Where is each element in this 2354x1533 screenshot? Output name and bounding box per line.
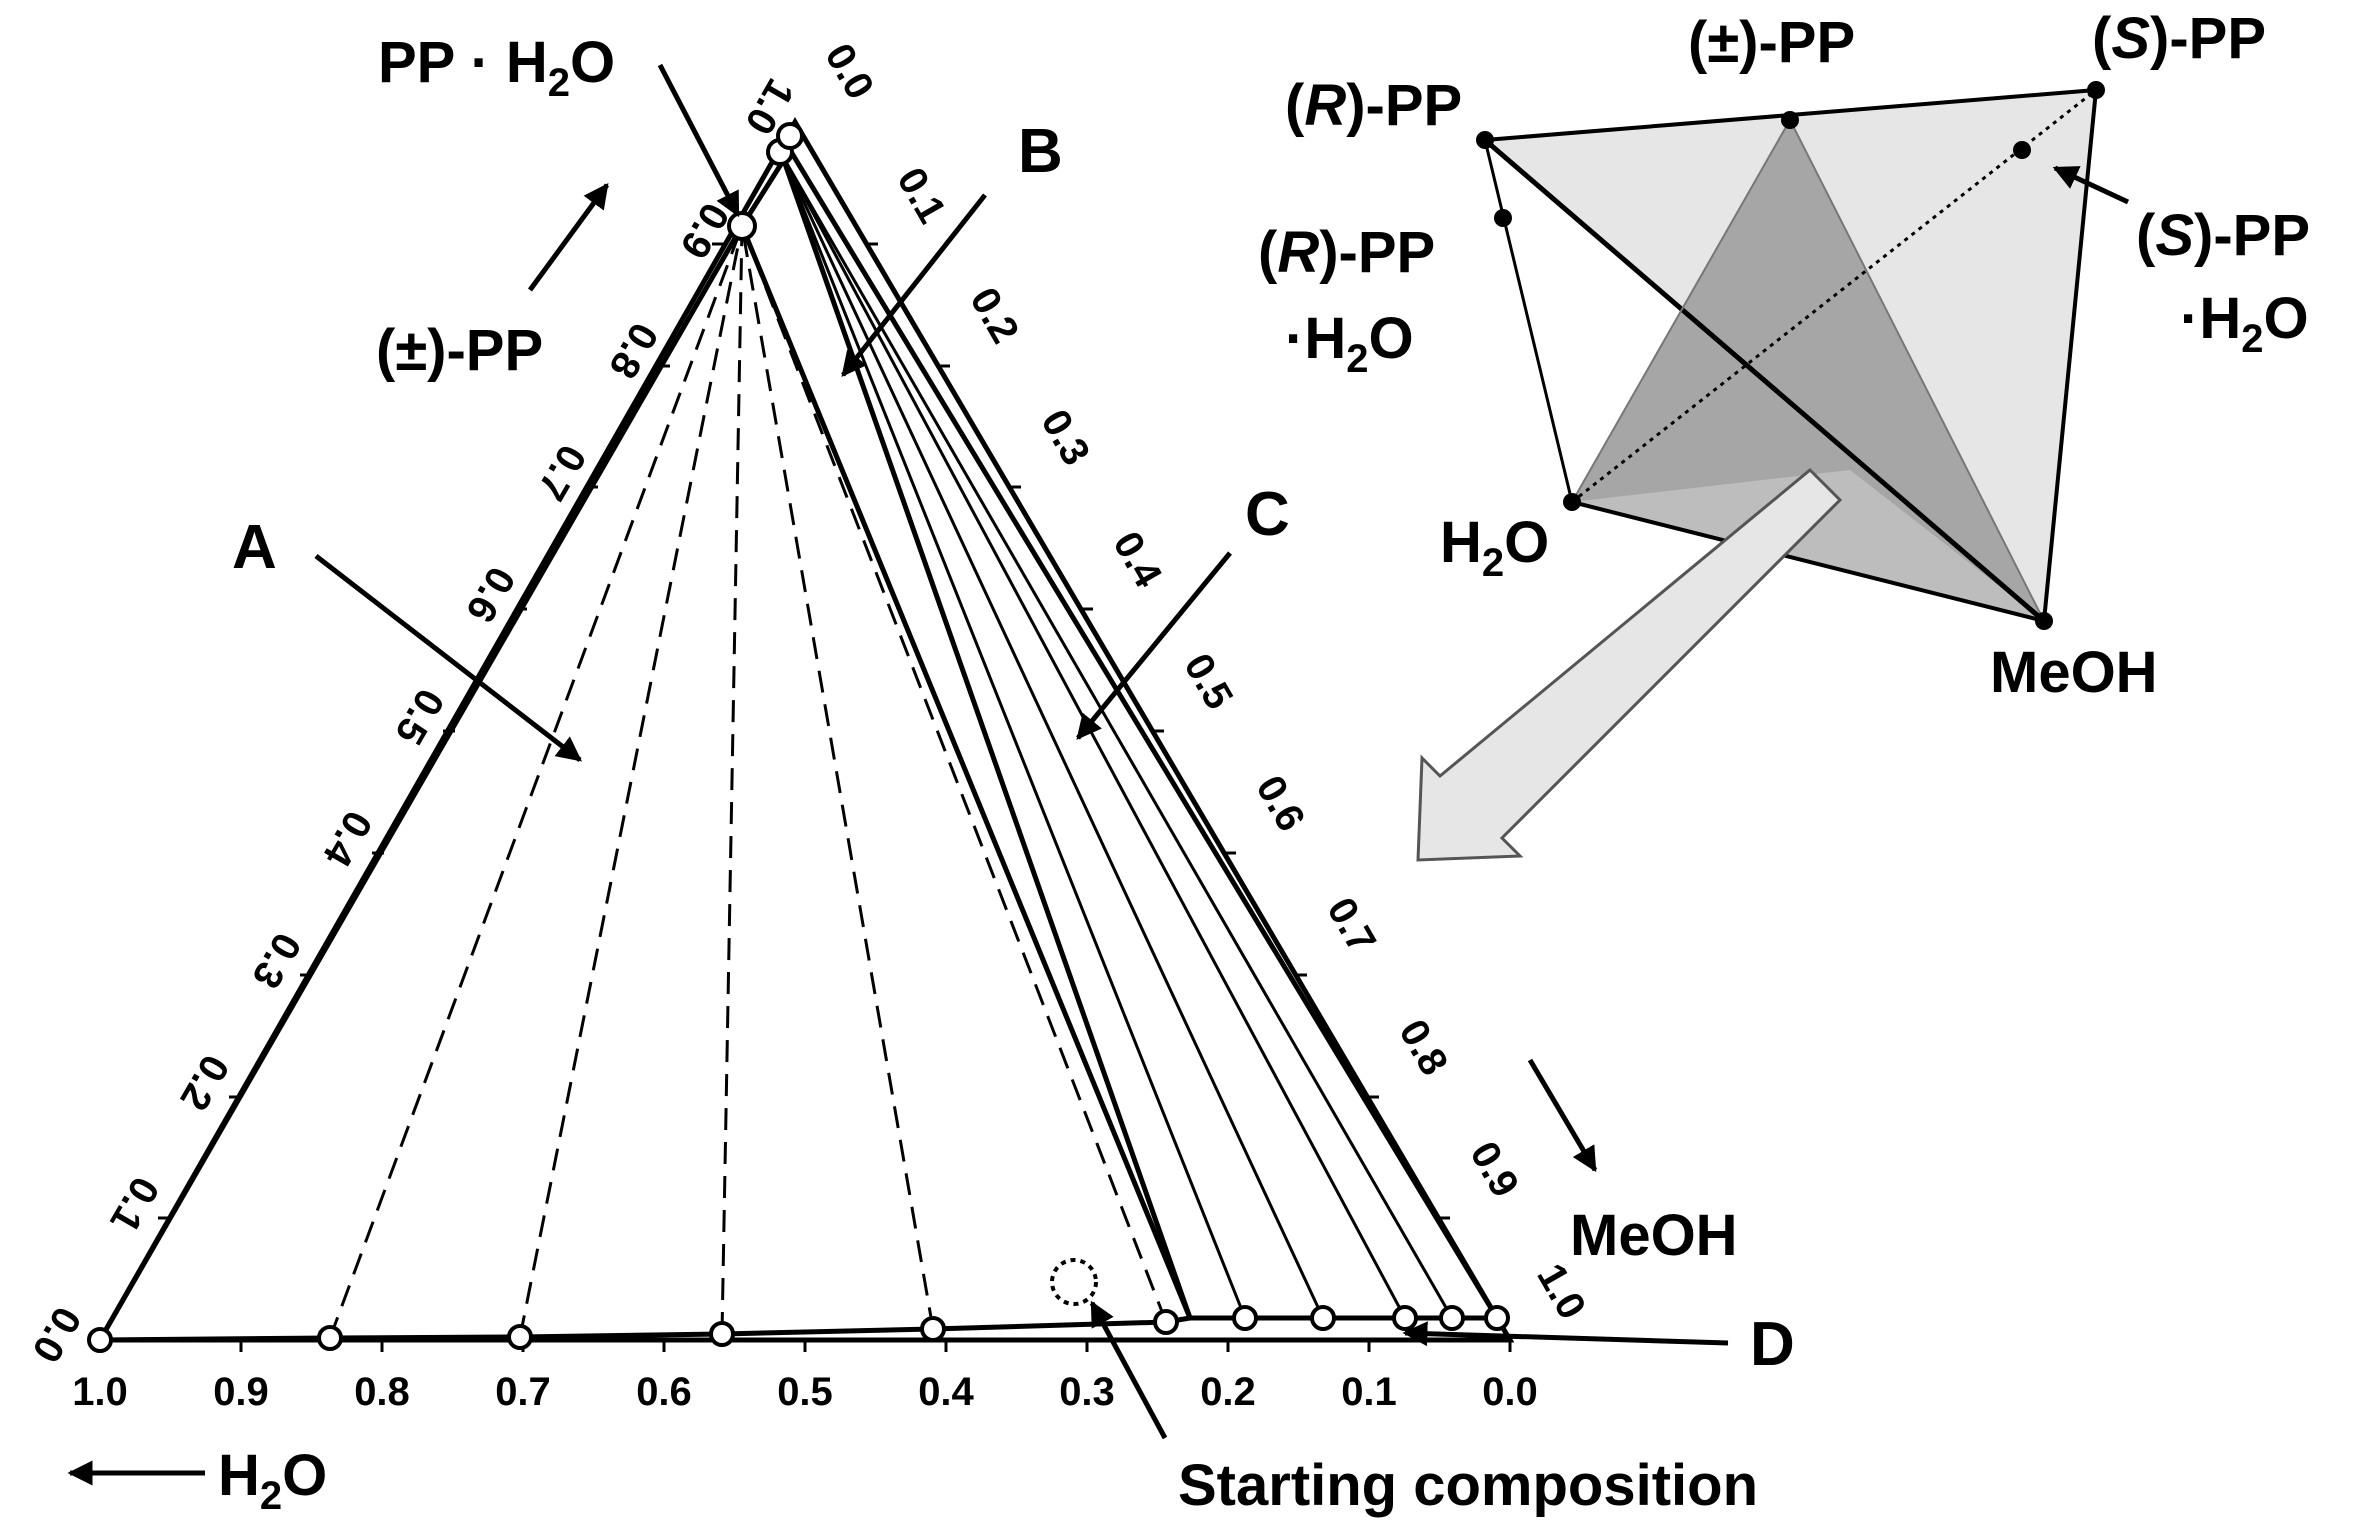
tie-line bbox=[740, 225, 935, 1330]
right-tick-label: 0.1 bbox=[888, 160, 954, 230]
region-b-label: B bbox=[1018, 117, 1063, 186]
right-tick-label: 0.0 bbox=[816, 36, 882, 106]
data-point bbox=[1310, 1305, 1336, 1331]
tetra-vertices bbox=[1476, 81, 2105, 630]
arrow bbox=[314, 554, 582, 762]
data-point bbox=[709, 1321, 735, 1347]
bottom-tick-label: 0.4 bbox=[918, 1370, 974, 1414]
meoh-axis-label: MeOH bbox=[1570, 1203, 1738, 1268]
hydrate-point bbox=[727, 211, 757, 241]
arrow bbox=[1527, 1058, 1598, 1173]
bottom-tick-label: 0.9 bbox=[213, 1370, 269, 1414]
arrow bbox=[657, 63, 741, 218]
data-point bbox=[507, 1324, 533, 1350]
bottom-axis-labels: 1.0 0.9 0.8 0.7 0.6 0.5 0.4 0.3 0.2 0.1 … bbox=[72, 1370, 1538, 1414]
solid-tie-lines bbox=[779, 148, 1500, 1320]
bottom-tick-label: 0.6 bbox=[636, 1370, 692, 1414]
r-hydrate-label-line2: ·H2O bbox=[1285, 306, 1414, 381]
s-hydrate-label-line2: ·H2O bbox=[2180, 286, 2309, 361]
tie-line bbox=[779, 154, 1193, 1319]
data-point bbox=[317, 1325, 343, 1351]
tie-line bbox=[780, 154, 1325, 1319]
tetra-face-bottom bbox=[1572, 470, 2044, 621]
arrow bbox=[2052, 165, 2130, 205]
right-tick-label: 0.4 bbox=[1104, 524, 1170, 595]
tie-line bbox=[518, 225, 744, 1338]
right-axis-labels: 0.0 0.1 0.2 0.3 0.4 0.5 0.6 0.7 0.8 0.9 … bbox=[816, 36, 1594, 1326]
s-pp-label: (S)-PP bbox=[2092, 6, 2266, 71]
bottom-tick-label: 1.0 bbox=[72, 1370, 128, 1414]
right-tick-label: 0.7 bbox=[1318, 890, 1384, 960]
solubility-curve bbox=[99, 1315, 1497, 1343]
tie-line bbox=[787, 148, 1500, 1320]
right-tick-label: 0.5 bbox=[1175, 646, 1241, 716]
tetra-meoh-label: MeOH bbox=[1990, 640, 2158, 705]
data-point bbox=[920, 1316, 946, 1342]
arrow bbox=[1089, 1300, 1168, 1440]
bottom-tick-label: 0.3 bbox=[1059, 1370, 1115, 1414]
vertex-s-hydrate bbox=[2013, 141, 2031, 159]
left-tick-label: 0.1 bbox=[101, 1169, 167, 1239]
tie-line bbox=[328, 225, 744, 1339]
right-tick-label: 0.8 bbox=[1390, 1012, 1456, 1082]
left-tick-label: 0.3 bbox=[243, 925, 309, 995]
left-tick-label: 0.2 bbox=[171, 1047, 237, 1117]
region-c-label: C bbox=[1245, 480, 1290, 549]
hydrate-boundary-left bbox=[97, 224, 745, 1342]
data-point bbox=[1392, 1305, 1418, 1331]
left-tick-label: 0.0 bbox=[23, 1299, 89, 1369]
tie-line bbox=[740, 225, 1168, 1323]
dashed-tie-lines bbox=[328, 225, 1168, 1339]
starting-composition-marker bbox=[1050, 1258, 1098, 1306]
ternary-frame bbox=[95, 117, 1515, 1343]
arrow bbox=[1402, 1321, 1729, 1347]
vertex-r-hydrate bbox=[1494, 209, 1512, 227]
tetrahedron-inset: (R)-PP (±)-PP (S)-PP (R)-PP ·H2O (S)-PP … bbox=[1258, 6, 2310, 862]
data-point bbox=[1153, 1309, 1179, 1335]
r-pp-label: (R)-PP bbox=[1285, 73, 1462, 138]
bottom-tick-label: 0.2 bbox=[1200, 1370, 1256, 1414]
hydrate-label: PP · H2O bbox=[378, 30, 615, 105]
vertex-r-pp bbox=[1476, 131, 1494, 149]
right-tick-label: 0.6 bbox=[1247, 768, 1313, 838]
vertex-meoh bbox=[2035, 612, 2053, 630]
arrow bbox=[841, 193, 987, 377]
right-tick-label: 0.2 bbox=[961, 280, 1027, 350]
bottom-tick-label: 0.8 bbox=[354, 1370, 410, 1414]
tie-line bbox=[780, 154, 1454, 1319]
anhydrate-point bbox=[776, 122, 804, 150]
tetra-h2o-label: H2O bbox=[1440, 510, 1549, 585]
annotation-arrows bbox=[67, 63, 1729, 1486]
tie-line bbox=[780, 154, 1247, 1319]
s-hydrate-label: (S)-PP bbox=[2136, 203, 2310, 268]
starting-composition-label: Starting composition bbox=[1178, 1453, 1758, 1518]
right-tick-label: 0.3 bbox=[1032, 402, 1098, 472]
arrow bbox=[1076, 551, 1232, 740]
zoom-arrow bbox=[1416, 467, 1843, 862]
data-point bbox=[1484, 1305, 1510, 1331]
data-point bbox=[1439, 1305, 1465, 1331]
hydrate-boundary-right bbox=[739, 225, 1193, 1319]
vertex-h2o bbox=[1563, 493, 1581, 511]
arrow bbox=[527, 182, 610, 292]
tie-line bbox=[720, 225, 744, 1335]
r-hydrate-label: (R)-PP bbox=[1258, 220, 1435, 285]
data-point bbox=[87, 1327, 113, 1353]
left-axis-labels: 0.0 0.1 0.2 0.3 0.4 0.5 0.6 0.7 0.8 0.9 … bbox=[23, 71, 802, 1369]
water-axis-label: H2O bbox=[218, 1443, 327, 1518]
bottom-tick-label: 0.1 bbox=[1341, 1370, 1397, 1414]
data-point bbox=[1232, 1305, 1258, 1331]
racemic-pp-label: (±)-PP bbox=[376, 318, 543, 383]
region-a-label: A bbox=[232, 513, 277, 582]
rac-pp-label: (±)-PP bbox=[1688, 10, 1855, 75]
bottom-tick-label: 0.7 bbox=[495, 1370, 551, 1414]
bottom-tick-label: 0.5 bbox=[777, 1370, 833, 1414]
vertex-s-pp bbox=[2087, 81, 2105, 99]
right-tick-label: 0.9 bbox=[1461, 1134, 1527, 1204]
bottom-tick-label: 0.0 bbox=[1482, 1370, 1538, 1414]
solubility-points bbox=[87, 122, 1510, 1353]
vertex-rac-pp bbox=[1781, 111, 1799, 129]
region-d-label: D bbox=[1750, 1310, 1795, 1379]
